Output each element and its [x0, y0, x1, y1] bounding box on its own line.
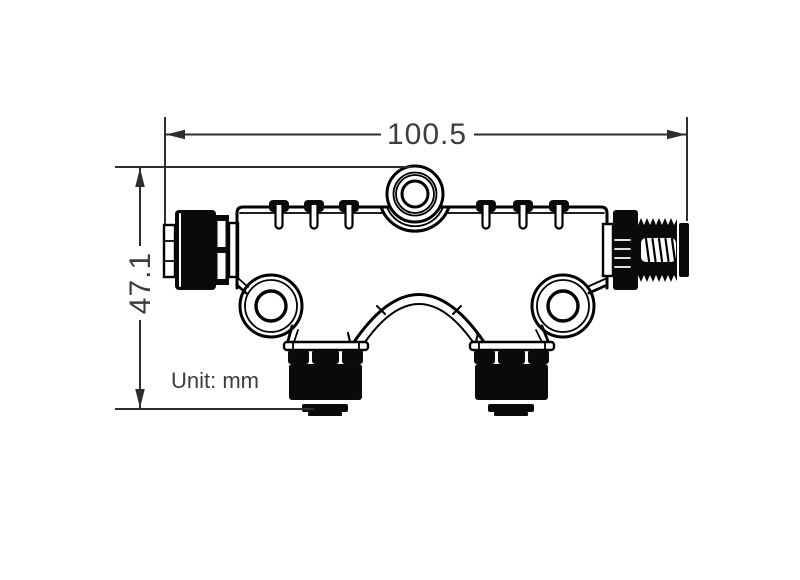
arch-joint: [376, 305, 386, 315]
nut-segment: [312, 350, 339, 364]
boss-bore: [546, 289, 580, 323]
left-female-connector: [162, 210, 240, 290]
nut-segment: [498, 350, 525, 364]
arrowhead: [667, 129, 686, 140]
tab-slot: [518, 203, 528, 230]
arch-inner: [362, 303, 476, 346]
fillet: [286, 324, 294, 343]
nut-segment: [528, 350, 549, 364]
top-port: [378, 164, 452, 233]
connector-nub: [494, 412, 528, 416]
left-boss-port: [238, 273, 304, 339]
arch-outer: [352, 293, 486, 344]
connector-cap: [488, 404, 534, 412]
boss-mid-ring: [244, 279, 298, 333]
height-dimension: 47.1: [115, 166, 412, 410]
stem-side: [346, 331, 352, 344]
thread-line: [670, 237, 677, 263]
nut-segment: [474, 350, 495, 364]
thread-line: [664, 237, 670, 263]
tab-slot: [481, 203, 491, 230]
port-bore: [400, 179, 430, 209]
fillet: [293, 329, 299, 343]
connector-body: [475, 364, 548, 400]
boss-outer-ring: [238, 273, 304, 339]
rib-tab: [513, 200, 533, 230]
unit-label: Unit: mm: [171, 368, 259, 393]
mounting-tabs: [269, 200, 569, 230]
boss-bore: [254, 289, 288, 323]
thread-line: [644, 237, 651, 263]
width-dimension-label: 100.5: [387, 118, 467, 151]
height-dimension-label: 47.1: [124, 252, 157, 314]
tab-slot: [274, 203, 284, 230]
bottom-right-connector: [468, 340, 556, 416]
tab-slot: [554, 203, 564, 230]
tab-slot: [344, 203, 354, 230]
connector-nut: [613, 210, 638, 290]
right-male-connector: [601, 210, 689, 290]
fillet: [238, 278, 249, 288]
manifold-drawing: [162, 164, 689, 416]
port-mid-ring: [392, 171, 438, 217]
arch-joint: [452, 305, 462, 315]
arrowhead: [135, 389, 145, 408]
nut-segment: [288, 350, 309, 364]
saddle-inner-arc: [386, 206, 444, 228]
rib-tab: [269, 200, 289, 230]
boss-outer-ring: [530, 273, 596, 339]
nut-segment: [342, 350, 363, 364]
fillet: [535, 329, 543, 343]
connector-face-plate: [162, 223, 177, 279]
boss-mid-ring: [536, 279, 590, 333]
fillet: [540, 324, 550, 343]
connector-body: [289, 364, 362, 400]
connector-nub: [308, 412, 342, 416]
right-boss-port: [530, 273, 596, 339]
arrowhead: [166, 129, 185, 140]
rib-tab: [339, 200, 359, 230]
neck-window: [217, 253, 226, 279]
boss-fillets: [235, 278, 609, 344]
thread-line: [657, 237, 664, 263]
rib-tab: [549, 200, 569, 230]
arrowhead: [135, 168, 145, 187]
stem-flange: [468, 340, 556, 352]
connector-barrel: [175, 210, 216, 290]
stem-flange: [282, 340, 370, 352]
width-dimension: 100.5: [164, 117, 688, 224]
fillet: [587, 283, 609, 295]
fillet: [235, 283, 248, 295]
bridge-arch: [352, 293, 486, 346]
neck-window: [217, 221, 226, 247]
stud-tip: [679, 223, 689, 277]
connector-collar: [601, 222, 615, 278]
rib-tab: [304, 200, 324, 230]
bottom-left-connector: [282, 340, 370, 416]
rib-tab: [476, 200, 496, 230]
port-mid-ring: [395, 174, 435, 214]
thread-line: [651, 237, 657, 263]
tab-slot: [309, 203, 319, 230]
fillet: [586, 278, 606, 288]
